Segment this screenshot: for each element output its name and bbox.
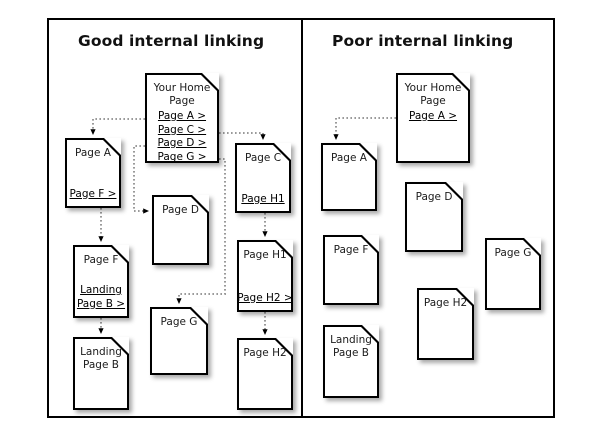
card-title: Page C [244, 152, 282, 164]
card-title: Landing Page B [80, 346, 122, 371]
card-title: Landing Page B [330, 334, 372, 359]
card-page-d-right[interactable]: Page D [405, 182, 463, 252]
card-title: Page H1 [243, 249, 287, 261]
page-sheet-fill [239, 340, 291, 408]
page-sheet-fill [147, 75, 217, 161]
card-title: Page G [160, 316, 198, 328]
card-title: Your Home Page [404, 82, 462, 107]
page-sheet-fill [407, 184, 461, 250]
card-page-a-right[interactable]: Page A [321, 143, 377, 211]
page-sheet-fill [75, 339, 127, 408]
page-sheet-fill [487, 240, 539, 308]
card-page-d-left[interactable]: Page D [152, 195, 209, 265]
card-title: Page D [162, 204, 199, 216]
card-home-page-left[interactable]: Your Home Page Page A > Page C > Page D … [145, 73, 219, 163]
page-sheet-fill [323, 145, 375, 209]
page-sheet-fill [325, 327, 377, 396]
page-sheet-fill [398, 75, 468, 161]
page-sheet-fill [325, 237, 377, 303]
card-link-landing-page-b[interactable]: Landing Page B > [76, 284, 126, 310]
card-title: Page A [75, 147, 111, 159]
panel-title-good: Good internal linking [78, 32, 265, 50]
card-page-c-left[interactable]: Page C Page H1 [235, 143, 291, 213]
page-sheet-fill [237, 145, 289, 211]
card-title: Page H2 [243, 347, 287, 359]
card-link-page-a[interactable]: Page A > [157, 110, 207, 122]
card-link-page-h2[interactable]: Page H2 > [237, 291, 293, 304]
page-sheet-fill [419, 290, 472, 358]
card-link-page-h1[interactable]: Page H1 [241, 192, 285, 205]
card-title: Page A [331, 152, 367, 164]
card-title: Your Home Page [153, 82, 211, 107]
card-title: Page F [333, 244, 369, 256]
page-sheet-fill [239, 242, 291, 310]
card-page-f-right[interactable]: Page F [323, 235, 379, 305]
card-page-g-left[interactable]: Page G [150, 307, 208, 375]
card-page-h1-left[interactable]: Page H1 Page H2 > [237, 240, 293, 312]
card-title: Page D [415, 191, 453, 203]
card-home-page-right[interactable]: Your Home Page Page A > [396, 73, 470, 163]
panel-divider [301, 18, 303, 418]
page-sheet-fill [152, 309, 206, 373]
card-landing-page-b-right[interactable]: Landing Page B [323, 325, 379, 398]
card-title: Page F [83, 254, 119, 266]
page-sheet-fill [75, 247, 127, 316]
card-landing-page-b-left[interactable]: Landing Page B [73, 337, 129, 410]
card-link-page-c[interactable]: Page C > [157, 123, 207, 136]
card-link-page-a[interactable]: Page A > [408, 110, 458, 122]
page-sheet-fill [154, 197, 207, 263]
card-page-a-left[interactable]: Page A Page F > [65, 138, 121, 208]
card-page-f-left[interactable]: Page F Landing Page B > [73, 245, 129, 318]
card-page-h2-left[interactable]: Page H2 [237, 338, 293, 410]
card-link-page-g[interactable]: Page G > [157, 150, 207, 163]
card-link-page-d[interactable]: Page D > [157, 137, 207, 149]
card-title: Page G [494, 247, 532, 259]
panel-title-poor: Poor internal linking [332, 32, 514, 50]
card-link-page-f[interactable]: Page F > [69, 187, 117, 200]
card-title: Page H2 [423, 297, 468, 309]
page-sheet-fill [67, 140, 119, 206]
card-page-h2-right[interactable]: Page H2 [417, 288, 474, 360]
card-page-g-right[interactable]: Page G [485, 238, 541, 310]
